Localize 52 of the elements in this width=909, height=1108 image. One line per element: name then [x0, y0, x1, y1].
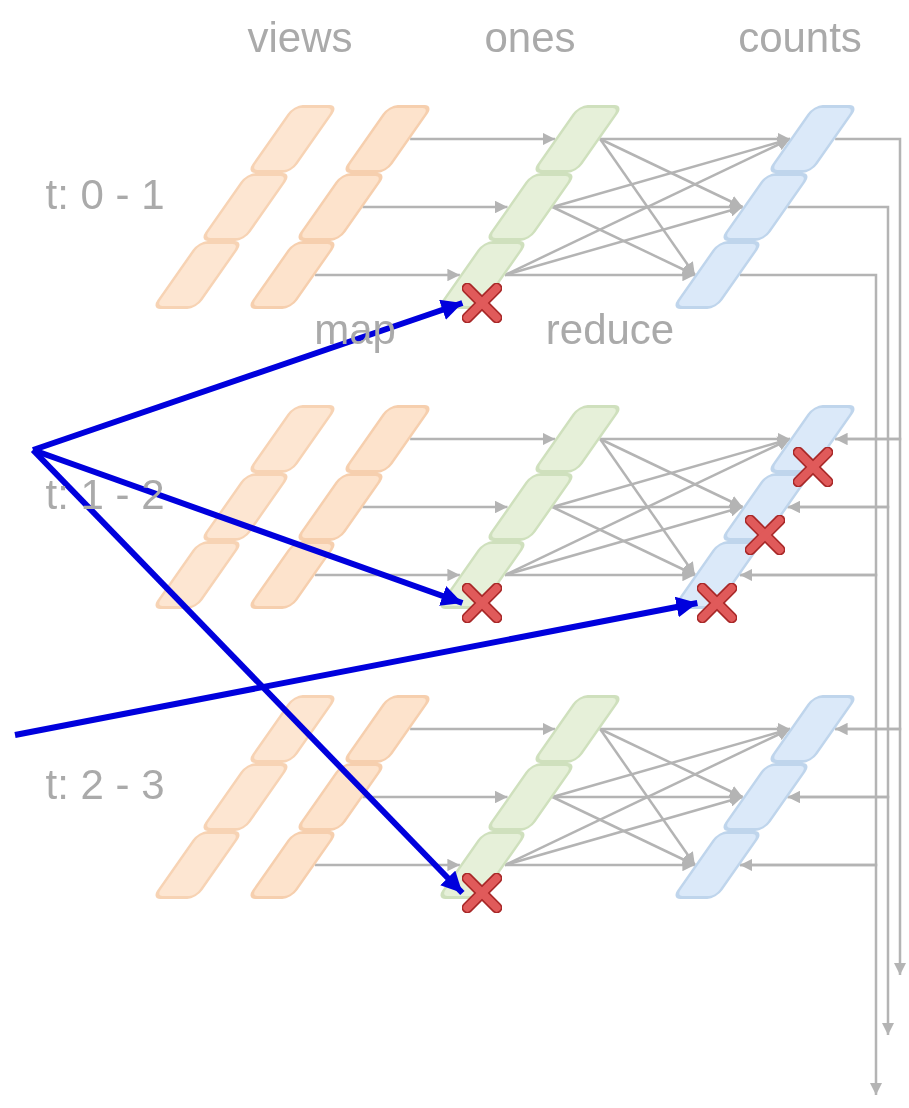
arrow [739, 863, 883, 1095]
arrow [599, 137, 744, 209]
arrow [32, 299, 464, 453]
column-heading: views [247, 14, 353, 62]
time-label: t: 2 - 3 [45, 761, 165, 809]
column-heading: counts [738, 14, 862, 62]
arrow [551, 505, 696, 577]
arrow [504, 794, 743, 867]
cross-mark [462, 583, 503, 623]
arrow [504, 858, 695, 872]
arrow [552, 726, 791, 799]
operation-label: reduce [545, 306, 675, 354]
cross-mark [697, 583, 738, 623]
arrow [504, 204, 743, 277]
arrow [599, 438, 696, 576]
arrow [314, 858, 460, 872]
arrow [552, 136, 791, 209]
arrow [14, 596, 698, 738]
cross-mark [745, 515, 785, 555]
column-heading: ones [484, 14, 576, 62]
arrow [787, 795, 895, 1035]
arrow [787, 505, 890, 804]
arrow [551, 795, 696, 867]
arrow [410, 132, 556, 146]
arrow [599, 437, 744, 509]
arrow [314, 568, 460, 582]
arrow [362, 500, 508, 514]
arrow [787, 205, 890, 514]
cross-mark [462, 873, 503, 913]
arrow [410, 432, 556, 446]
arrow [362, 790, 508, 804]
cross-mark [792, 447, 833, 487]
arrow [599, 728, 696, 866]
arrow [551, 205, 696, 277]
arrow [32, 447, 464, 606]
arrow [410, 722, 556, 736]
arrow [362, 200, 508, 214]
arrow [504, 268, 695, 282]
arrow [314, 268, 460, 282]
arrow [599, 727, 744, 799]
arrow [835, 137, 902, 446]
arrow [30, 447, 465, 896]
arrow [552, 436, 791, 509]
time-label: t: 0 - 1 [45, 171, 165, 219]
arrow [835, 727, 907, 975]
arrow [739, 273, 878, 582]
arrow [739, 573, 878, 872]
arrow [835, 437, 902, 736]
arrow [504, 504, 743, 577]
arrow [504, 568, 695, 582]
arrow [599, 138, 696, 276]
cross-mark [462, 283, 503, 323]
